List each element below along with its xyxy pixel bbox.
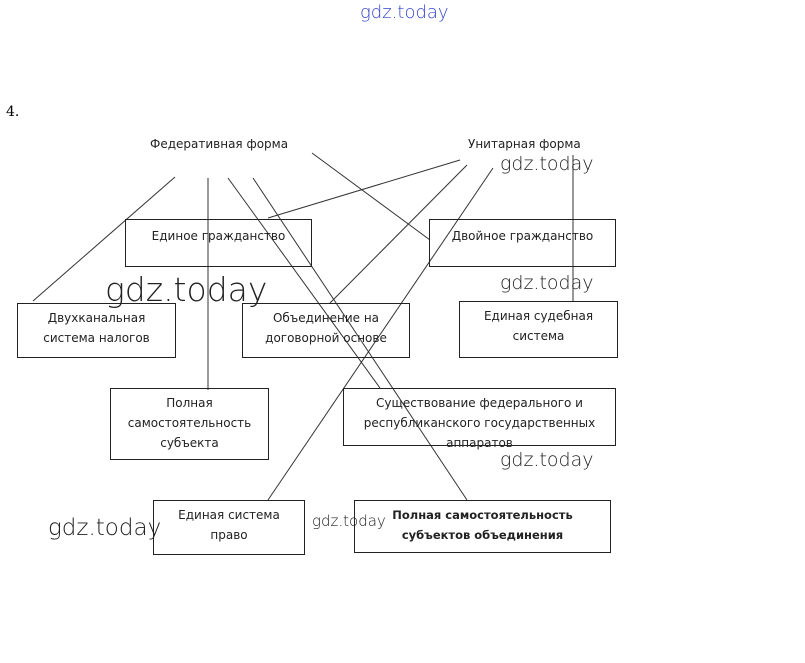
unitary-form-label: Унитарная форма <box>468 137 581 151</box>
federal-form-label: Федеративная форма <box>150 137 289 151</box>
box-contract-union: Объединение на договорной основе <box>242 303 410 358</box>
line-federal-two-channel <box>32 176 176 302</box>
watermark: gdz.today <box>105 270 268 309</box>
watermark: gdz.today <box>500 272 594 294</box>
box-full-autonomy-union: Полная самостоятельность субъектов объед… <box>354 500 611 553</box>
line-unitary-single-law <box>267 167 494 501</box>
box-single-law-system: Единая система право <box>153 500 305 555</box>
watermark: gdz.today <box>48 515 162 541</box>
line-unitary-single-citizenship <box>267 159 461 219</box>
box-dual-citizenship: Двойное гражданство <box>429 219 616 267</box>
box-single-citizenship: Единое гражданство <box>125 219 312 267</box>
line-unitary-contract-union <box>329 164 468 304</box>
task-number: 4. <box>6 104 20 120</box>
line-federal-dual <box>311 152 431 241</box>
box-single-judicial: Единая судебная система <box>459 301 618 358</box>
watermark: gdz.today <box>312 512 386 530</box>
watermark-top: gdz.today <box>360 2 449 23</box>
line-federal-apparatus <box>227 177 381 389</box>
box-full-autonomy-subject: Полная самостоятельность субъекта <box>110 388 269 460</box>
watermark: gdz.today <box>500 449 594 471</box>
line-federal-autonomy-union <box>252 177 468 501</box>
box-federal-republic-apparatus: Существование федерального и республикан… <box>343 388 616 450</box>
box-two-channel-taxes: Двухканальная система налогов <box>17 303 176 358</box>
watermark: gdz.today <box>500 153 594 175</box>
